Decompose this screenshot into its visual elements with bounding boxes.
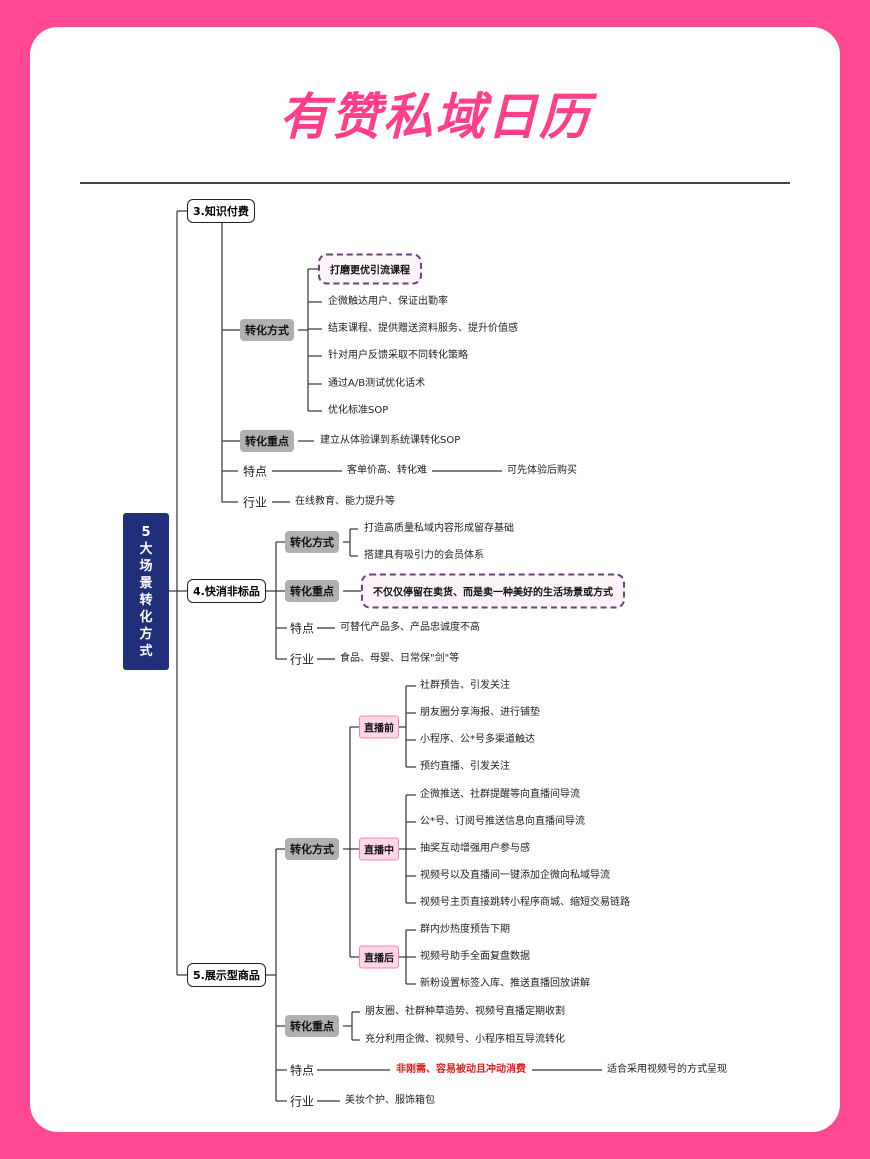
s5-method-label: 转化方式 <box>285 838 339 860</box>
s4-industry: 食品、母婴、日常保"剑"等 <box>340 653 460 664</box>
s3-industry: 在线教育、能力提升等 <box>295 496 395 507</box>
s5-during-item: 视频号主页直接跳转小程序商城、缩短交易链路 <box>420 897 630 908</box>
root-char: 大 <box>139 541 153 557</box>
s5-focus-label: 转化重点 <box>285 1015 339 1037</box>
root-char: 化 <box>139 609 153 625</box>
s3-focus: 建立从体验课到系统课转化SOP <box>320 435 461 446</box>
s5-during-live-label: 直播中 <box>359 837 399 861</box>
node-knowledge-payment: 3.知识付费 <box>187 199 255 223</box>
s4-focus: 不仅仅停留在卖货、而是卖一种美好的生活场景或方式 <box>361 573 625 609</box>
s5-focus-item: 朋友圈、社群种草造势、视频号直播定期收割 <box>365 1006 565 1017</box>
s5-before-item: 社群预告、引发关注 <box>420 680 510 691</box>
s3-focus-label: 转化重点 <box>240 430 294 452</box>
s3-industry-label: 行业 <box>243 495 268 510</box>
node-display-goods: 5.展示型商品 <box>187 963 266 987</box>
s4-industry-label: 行业 <box>290 652 315 667</box>
s5-after-live-label: 直播后 <box>359 945 399 969</box>
s5-before-item: 朋友圈分享海报、进行铺垫 <box>420 707 540 718</box>
s3-method-item: 企微触达用户、保证出勤率 <box>328 296 448 307</box>
s3-feature-extra: 可先体验后购买 <box>507 465 577 476</box>
s3-method-item: 针对用户反馈采取不同转化策略 <box>328 350 468 361</box>
s3-highlight: 打磨更优引流课程 <box>318 253 422 285</box>
s4-feature: 可替代产品多、产品忠诚度不高 <box>340 622 480 633</box>
title-divider <box>80 182 790 184</box>
node-fmcg: 4.快消非标品 <box>187 579 266 603</box>
s5-after-item: 群内炒热度预告下期 <box>420 924 510 935</box>
s5-during-item: 企微推送、社群提醒等向直播间导流 <box>420 789 580 800</box>
root-char: 转 <box>139 592 153 608</box>
s4-feature-label: 特点 <box>290 621 315 636</box>
root-char: 方 <box>139 626 153 642</box>
s5-feature: 非刚需、容易被动且冲动消费 <box>396 1064 526 1075</box>
s3-feature: 客单价高、转化难 <box>347 465 427 476</box>
s3-method-item: 优化标准SOP <box>328 405 389 416</box>
page-title: 有赞私域日历 <box>279 88 591 146</box>
root-char: 场 <box>139 558 153 574</box>
s5-before-item: 预约直播、引发关注 <box>420 761 510 772</box>
s5-industry: 美妆个护、服饰箱包 <box>345 1095 435 1106</box>
s5-before-item: 小程序、公*号多渠道触达 <box>420 734 535 745</box>
s5-during-item: 视频号以及直播间一键添加企微向私域导流 <box>420 870 610 881</box>
s3-feature-label: 特点 <box>243 464 268 479</box>
s4-focus-label: 转化重点 <box>285 580 339 602</box>
root-char: 式 <box>139 643 153 659</box>
s5-before-live-label: 直播前 <box>359 715 399 739</box>
root-node: 5 大 场 景 转 化 方 式 <box>123 513 169 670</box>
root-char: 景 <box>139 575 153 591</box>
s5-focus-item: 充分利用企微、视频号、小程序相互导流转化 <box>365 1034 565 1045</box>
s5-during-item: 公*号、订阅号推送信息向直播间导流 <box>420 816 585 827</box>
s4-method-item: 打造高质量私域内容形成留存基础 <box>364 523 514 534</box>
s4-method-label: 转化方式 <box>285 531 339 553</box>
s3-method-label: 转化方式 <box>240 319 294 341</box>
s3-method-item: 通过A/B测试优化话术 <box>328 378 426 389</box>
s5-feature-label: 特点 <box>290 1063 315 1078</box>
s5-industry-label: 行业 <box>290 1094 315 1109</box>
s3-method-item: 结束课程、提供赠送资料服务、提升价值感 <box>328 323 518 334</box>
s5-after-item: 新粉设置标签入库、推送直播回放讲解 <box>420 978 590 989</box>
s5-after-item: 视频号助手全面复盘数据 <box>420 951 530 962</box>
root-char: 5 <box>141 524 151 540</box>
s4-method-item: 搭建具有吸引力的会员体系 <box>364 550 484 561</box>
s5-feature-extra: 适合采用视频号的方式呈现 <box>607 1064 727 1075</box>
s5-during-item: 抽奖互动增强用户参与感 <box>420 843 530 854</box>
